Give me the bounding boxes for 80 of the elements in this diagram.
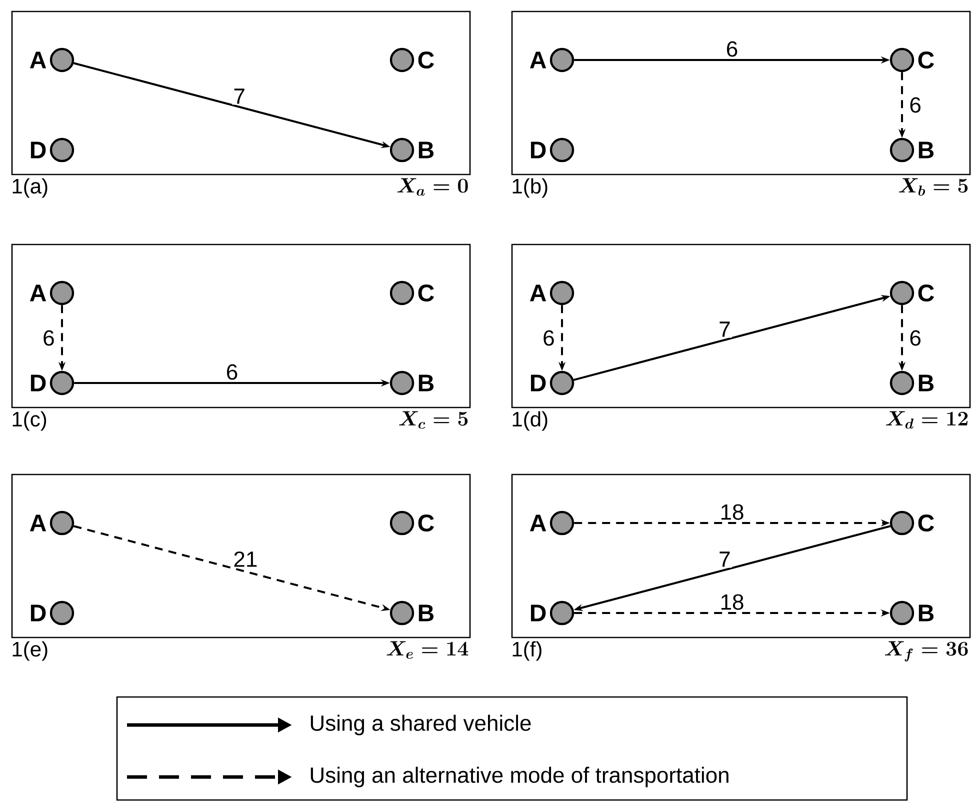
node-label: D <box>30 374 46 392</box>
location-node: D <box>30 138 74 162</box>
panel-caption: 1(d) <box>512 411 548 431</box>
edge-label: 7 <box>718 550 732 568</box>
edge-label: 6 <box>224 363 240 381</box>
node-label: D <box>30 142 46 158</box>
node-label: A <box>530 52 546 68</box>
edge-label: 21 <box>232 550 259 568</box>
cost-formula: $\boldsymbol{X_{f}=36}$ <box>884 641 968 662</box>
location-node: B <box>390 370 434 396</box>
panel-box <box>11 474 471 638</box>
location-node: A <box>30 48 74 72</box>
node-label: B <box>418 374 434 392</box>
edge-label: 7 <box>232 88 246 105</box>
panel-box <box>511 244 971 408</box>
location-node: D <box>30 370 74 396</box>
location-node: C <box>390 280 434 306</box>
node-label: A <box>530 514 546 532</box>
location-node: B <box>890 600 934 626</box>
node-label: D <box>530 604 546 622</box>
legend-text: Using a shared vehicle <box>310 714 531 736</box>
node-label: B <box>418 142 434 158</box>
node-label: C <box>918 514 934 532</box>
location-node: C <box>390 510 434 536</box>
panel-caption: 1(a) <box>12 178 48 198</box>
panel-box <box>511 10 971 176</box>
node-label: B <box>918 604 934 622</box>
location-node: B <box>390 138 434 162</box>
panel-box <box>11 10 471 176</box>
location-node: C <box>890 280 934 306</box>
node-label: C <box>418 514 434 532</box>
edge-label: 7 <box>718 320 732 338</box>
legend-text: Using an alternative mode of transportation <box>310 766 728 788</box>
location-node: A <box>30 510 74 536</box>
node-label: D <box>30 604 46 622</box>
node-label: A <box>530 284 546 302</box>
panel-box <box>11 244 471 408</box>
location-node: D <box>530 600 574 626</box>
node-label: A <box>30 514 46 532</box>
location-node: B <box>890 138 934 162</box>
location-node: A <box>530 510 574 536</box>
location-node: D <box>530 138 574 162</box>
node-label: C <box>418 284 434 302</box>
cost-formula: $\boldsymbol{X_{a}=0}$ <box>397 178 468 196</box>
node-label: B <box>918 142 934 158</box>
node-label: D <box>530 374 546 392</box>
cost-formula: $\boldsymbol{X_{d}=12}$ <box>886 411 968 429</box>
cost-formula: $\boldsymbol{X_{b}=5}$ <box>898 178 968 196</box>
panel-caption: 1(e) <box>12 641 48 661</box>
cost-formula: $\boldsymbol{X_{e}=14}$ <box>386 641 468 659</box>
panel-caption: 1(b) <box>512 178 548 198</box>
edge-label: 6 <box>724 40 740 58</box>
panel-box <box>511 474 971 638</box>
location-node: C <box>390 48 434 72</box>
location-node: B <box>390 600 434 626</box>
location-node: D <box>30 600 74 626</box>
node-label: C <box>918 284 934 302</box>
node-label: A <box>30 284 46 302</box>
node-label: A <box>30 52 46 68</box>
cost-formula: $\boldsymbol{X_{c}=5}$ <box>399 411 468 429</box>
location-node: D <box>530 370 574 396</box>
edge-label: 6 <box>908 96 922 114</box>
location-node: A <box>530 48 574 72</box>
location-node: B <box>890 370 934 396</box>
panel-caption: 1(c) <box>12 411 46 431</box>
edge-label: 6 <box>542 329 556 347</box>
node-label: C <box>918 52 934 68</box>
location-node: A <box>530 280 574 306</box>
panel-caption: 1(f) <box>512 641 542 661</box>
node-label: D <box>530 142 546 158</box>
node-label: B <box>918 374 934 392</box>
edge-label: 6 <box>42 329 56 347</box>
node-label: B <box>418 604 434 622</box>
location-node: C <box>890 48 934 72</box>
location-node: C <box>890 510 934 536</box>
edge-label: 6 <box>908 329 922 347</box>
edge-label: 18 <box>718 503 746 521</box>
edge-label: 18 <box>718 593 746 611</box>
node-label: C <box>418 52 434 68</box>
location-node: A <box>30 280 74 306</box>
